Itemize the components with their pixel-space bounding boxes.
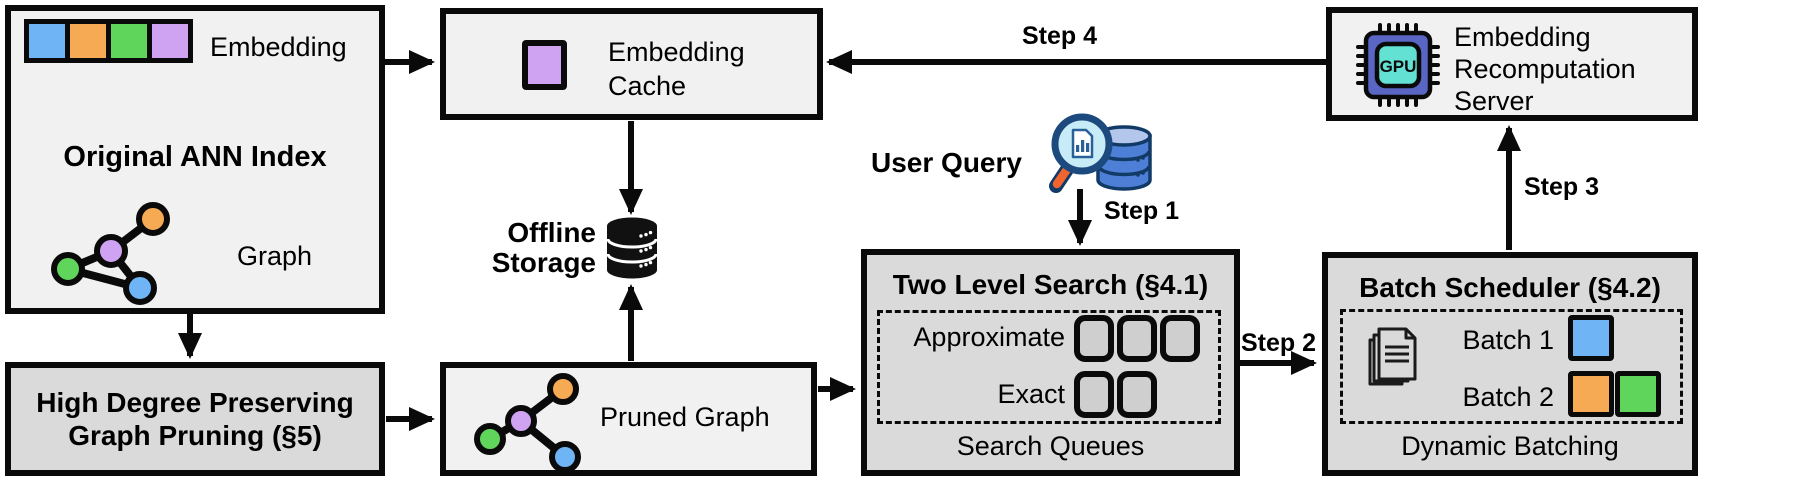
batch-2-label: Batch 2	[1462, 382, 1554, 412]
recomputation-server-label: Embedding Recomputation Server	[1454, 22, 1636, 116]
dynamic-batching-panel	[1340, 309, 1683, 424]
embedding-cache-box: Embedding Cache	[440, 8, 823, 120]
ann-index-title: Original ANN Index	[63, 141, 327, 173]
batch-2-square-green	[1615, 371, 1661, 417]
documents-icon	[1368, 327, 1417, 386]
graph-pruning-box: High Degree Preserving Graph Pruning (§5…	[5, 362, 385, 476]
queue-slot	[1117, 315, 1157, 362]
batch-1-label: Batch 1	[1462, 325, 1554, 355]
queue-slot	[1074, 371, 1114, 418]
two-level-search-title: Two Level Search (§4.1)	[892, 269, 1209, 300]
queue-slot	[1117, 371, 1157, 418]
user-query-icon	[1049, 113, 1152, 193]
offline-storage-database-icon	[606, 217, 658, 279]
step-3-label: Step 3	[1524, 173, 1600, 201]
batch-1-square-blue	[1568, 315, 1614, 361]
cached-embedding-icon	[522, 40, 567, 90]
gpu-icon: GPU	[1356, 23, 1440, 107]
pruned-graph-box: Pruned Graph	[440, 362, 817, 476]
embedding-cell-blue	[29, 24, 65, 58]
two-level-search-box: Two Level Search (§4.1) Approximate Exac…	[861, 249, 1240, 476]
exact-queue-slots	[1074, 371, 1157, 418]
user-query-label: User Query	[871, 147, 1022, 178]
step-2-label: Step 2	[1241, 329, 1317, 357]
original-ann-index-box: Embedding Original ANN Index Graph	[5, 5, 385, 314]
embedding-cache-label: Embedding Cache	[608, 37, 745, 101]
graph-pruning-title: High Degree Preserving Graph Pruning (§5…	[36, 387, 354, 451]
step-4-label: Step 4	[1022, 22, 1098, 50]
batch-scheduler-box: Batch Scheduler (§4.2) Batch 1 Batch 2 D…	[1322, 252, 1698, 476]
exact-label: Exact	[997, 379, 1065, 409]
ann-graph-icon	[51, 202, 170, 305]
embedding-cell-green	[111, 24, 147, 58]
gpu-chip-label: GPU	[1380, 57, 1417, 76]
pruned-graph-label: Pruned Graph	[600, 402, 770, 432]
search-queues-caption: Search Queues	[956, 431, 1145, 461]
graph-label: Graph	[237, 241, 313, 271]
embedding-cell-orange	[70, 24, 106, 58]
embedding-label: Embedding	[210, 32, 347, 62]
step-1-label: Step 1	[1104, 197, 1180, 225]
queue-slot	[1074, 315, 1114, 362]
embedding-cell-purple	[152, 24, 188, 58]
batch-2-square-orange	[1568, 371, 1614, 417]
embedding-vector-icon	[24, 19, 193, 63]
recomputation-server-box: GPU Embedding Recomputation Server	[1326, 7, 1698, 121]
pruned-graph-icon	[474, 373, 581, 473]
batch-scheduler-title: Batch Scheduler (§4.2)	[1359, 272, 1661, 303]
search-queues-panel	[877, 310, 1221, 424]
approximate-label: Approximate	[913, 322, 1065, 352]
queue-slot	[1160, 315, 1200, 362]
approximate-queue-slots	[1074, 315, 1200, 362]
dynamic-batching-caption: Dynamic Batching	[1401, 431, 1619, 461]
offline-storage-label: Offline Storage	[491, 217, 596, 278]
